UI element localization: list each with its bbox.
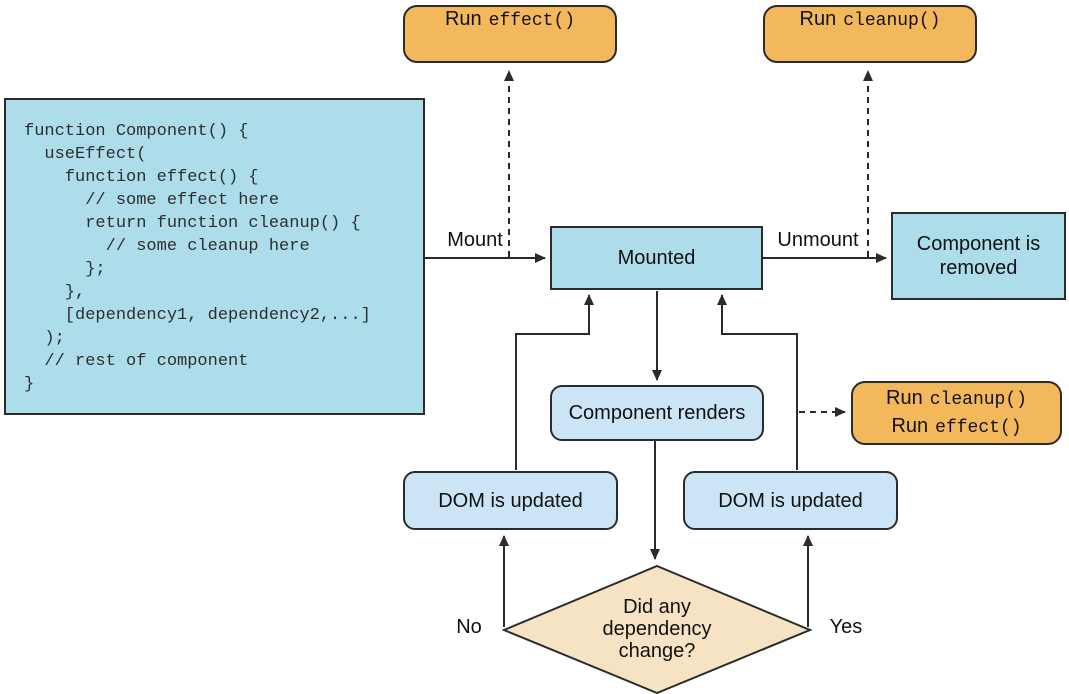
no-edge-label: No (456, 616, 482, 638)
component-renders-box: Component renders (550, 385, 764, 441)
run-effect-box: Run effect() (403, 5, 617, 63)
run-cleanup-box: Run cleanup() (763, 5, 977, 63)
run-cleanup-line-code: cleanup() (929, 390, 1027, 410)
run-cleanup-and-effect-box: Run cleanup() Run effect() (851, 381, 1062, 445)
run-effect-line-prefix: Run (891, 415, 929, 437)
useeffect-code-box: function Component() { useEffect( functi… (4, 98, 425, 415)
run-effect-line-code: effect() (935, 418, 1022, 438)
run-effect-line: Run effect() (891, 413, 1021, 441)
run-cleanup-line: Run cleanup() (886, 385, 1027, 413)
dom-updated-left-label: DOM is updated (438, 489, 583, 512)
component-removed-box: Component is removed (891, 212, 1066, 300)
run-effect-prefix: Run (444, 8, 482, 30)
run-cleanup-line-prefix: Run (886, 387, 923, 409)
component-removed-label: Component is removed (916, 233, 1041, 279)
decision-diamond-label: Did any dependency change? (602, 596, 712, 662)
yes-edge-label: Yes (829, 616, 863, 638)
dom-updated-left-box: DOM is updated (403, 471, 618, 530)
component-renders-label: Component renders (568, 402, 746, 424)
run-effect-code: effect() (488, 11, 576, 31)
run-cleanup-prefix: Run (799, 8, 837, 30)
mounted-label: Mounted (617, 247, 696, 269)
run-cleanup-code: cleanup() (843, 11, 941, 31)
decision-diamond-shape (501, 564, 813, 694)
unmount-edge-label: Unmount (777, 229, 859, 251)
dom-left-to-mounted-arrow (515, 294, 594, 470)
dom-updated-right-label: DOM is updated (718, 489, 863, 512)
mount-edge-label: Mount (447, 229, 503, 251)
dom-right-to-mounted-arrow (717, 294, 798, 470)
mounted-state-box: Mounted (550, 226, 763, 290)
dom-updated-right-box: DOM is updated (683, 471, 898, 530)
